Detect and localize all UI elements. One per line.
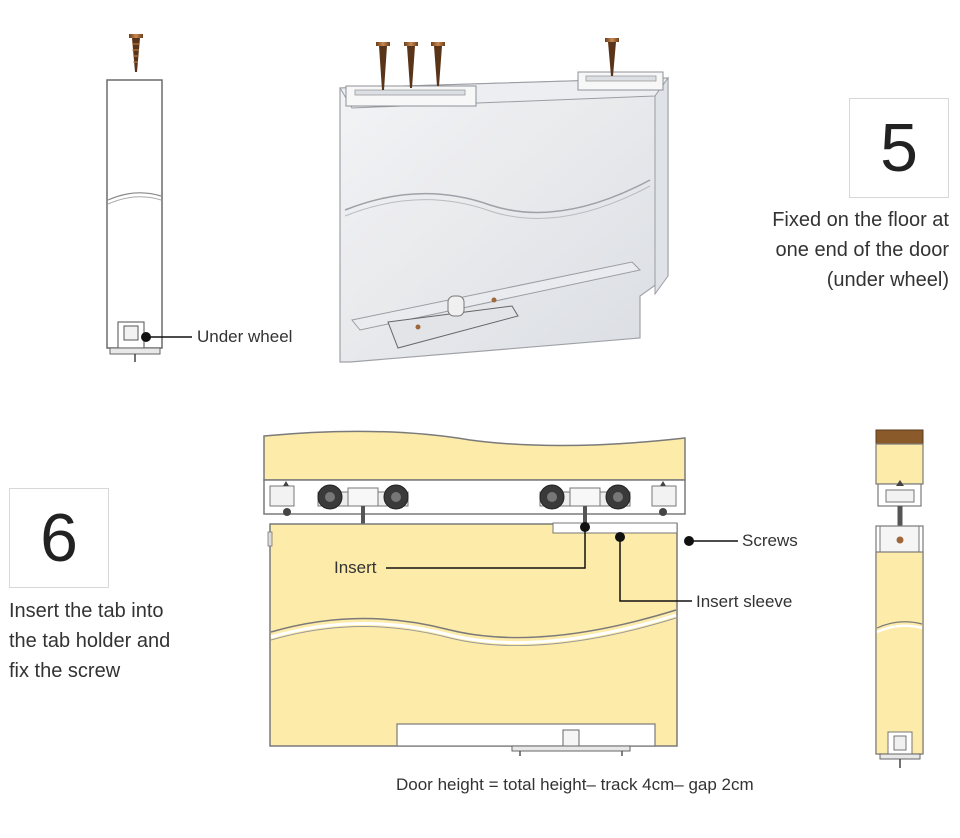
label-screws: Screws [742, 531, 798, 550]
step-description-line: one end of the door [775, 239, 949, 261]
step-description-line: the tab holder and [9, 630, 171, 652]
label-insert-sleeve: Insert sleeve [696, 592, 793, 611]
step-description-line: Fixed on the floor at [772, 209, 949, 231]
screw-icon [376, 42, 390, 90]
step-number: 5 [880, 110, 918, 186]
step-description-line: fix the screw [9, 660, 121, 682]
step-description: Insert the tab into the tab holder and f… [9, 596, 170, 686]
glass-door-perspective [339, 38, 670, 363]
screw-icon [431, 42, 445, 86]
step-number-box: 5 [849, 98, 949, 198]
label-under-wheel: Under wheel [197, 327, 293, 346]
screw-icon [129, 34, 143, 72]
step-description-line: (under wheel) [826, 269, 949, 291]
step-number: 6 [40, 500, 78, 576]
step-description: Fixed on the floor at one end of the doo… [772, 205, 949, 295]
side-view-door-bottom [875, 429, 924, 768]
screw-icon [404, 42, 418, 88]
yellow-door-front-view [263, 430, 738, 756]
step-description-line: Insert the tab into [9, 600, 164, 622]
label-insert: Insert [334, 558, 377, 577]
step-number-box: 6 [9, 488, 109, 588]
screw-icon [605, 38, 619, 76]
door-height-formula: Door height = total height– track 4cm– g… [396, 775, 754, 794]
side-view-door-top [106, 34, 192, 362]
